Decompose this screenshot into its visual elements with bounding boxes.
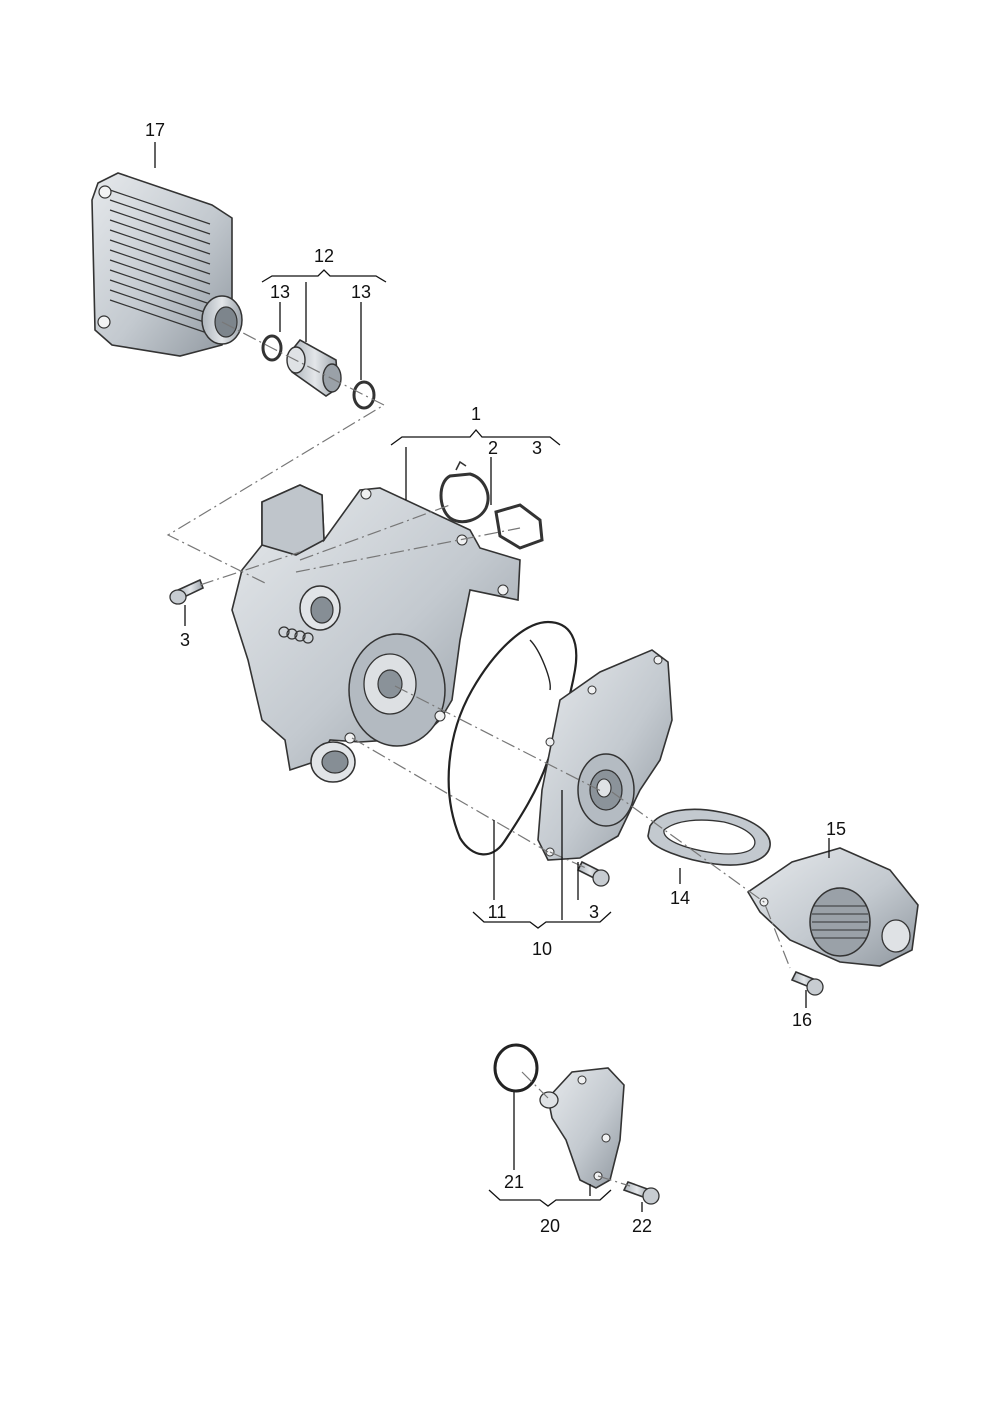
pump-cover-part (537, 649, 673, 861)
callout-15: 15 (826, 819, 846, 839)
seal-part (494, 503, 544, 550)
o-ring-part (493, 1043, 539, 1093)
callout-3-bottom: 3 (589, 902, 599, 922)
callout-21: 21 (504, 1172, 524, 1192)
callout-20: 20 (540, 1216, 560, 1236)
callout-14: 14 (670, 888, 690, 908)
leader-lines (154, 142, 830, 1212)
callout-2: 2 (488, 438, 498, 458)
alignment-lines (166, 321, 791, 1187)
pump-housing-part (231, 484, 521, 783)
callout-17: 17 (145, 120, 165, 140)
pulley-cover-part (746, 847, 919, 967)
large-o-ring-part (447, 620, 578, 856)
coolant-flange-part (539, 1067, 625, 1189)
callout-11: 11 (488, 902, 507, 922)
callout-1: 1 (471, 404, 481, 424)
screw-part (622, 1181, 660, 1205)
drive-belt-part (647, 808, 771, 866)
callout-10: 10 (532, 939, 552, 959)
o-ring-part (352, 380, 376, 410)
callout-12: 12 (314, 246, 334, 266)
connecting-pipe-part (286, 338, 342, 397)
callout-16: 16 (792, 1010, 812, 1030)
callout-13-left: 13 (270, 282, 290, 302)
callout-13-right: 13 (351, 282, 371, 302)
gasket-part (439, 460, 490, 524)
screw-part (169, 578, 205, 605)
oil-cooler-part (91, 172, 243, 357)
callout-labels: 17 12 13 13 1 2 3 3 3 15 14 11 10 16 21 … (145, 120, 846, 1236)
o-ring-part (261, 334, 283, 362)
screw-part (790, 970, 824, 996)
callout-22: 22 (632, 1216, 652, 1236)
callout-3-left: 3 (180, 630, 190, 650)
screw-part (576, 860, 610, 887)
callout-3-top: 3 (532, 438, 542, 458)
